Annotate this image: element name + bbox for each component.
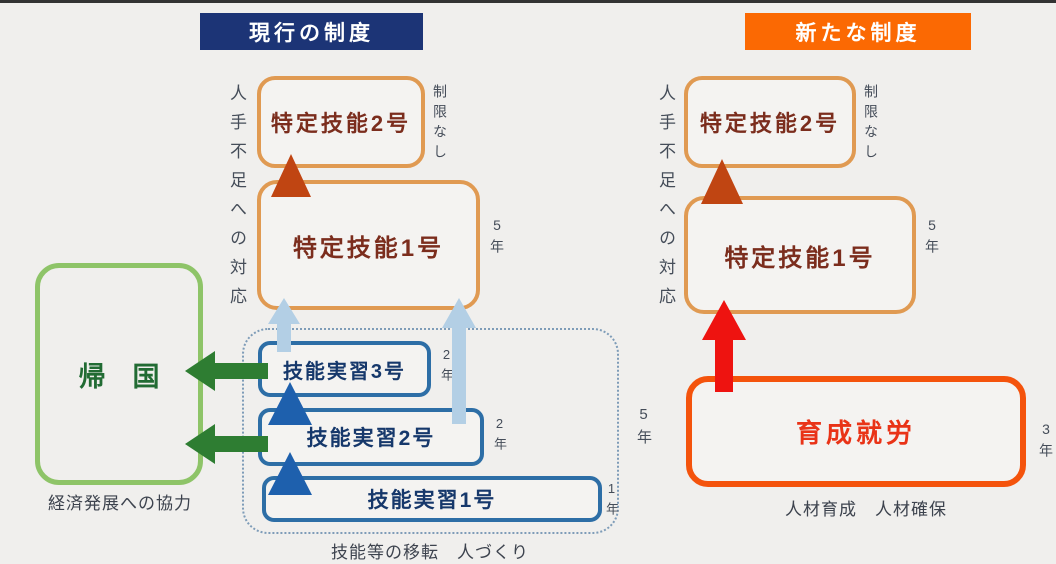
ikusei-shuurou-box: 育成就労 [686,376,1026,487]
arrow-jisshuu1-to-jisshuu2-icon [268,452,312,495]
duration-tokutei1-new: 5年 [924,217,940,259]
header-current-system: 現行の制度 [200,13,423,50]
screen-top-edge [0,0,1056,3]
arrow-jisshuu2-to-tokutei1-icon [442,298,476,424]
tokutei-ginou-1-box-new: 特定技能1号 [684,196,916,314]
tokutei-ginou-2-box-new: 特定技能2号 [684,76,856,168]
duration-jisshuu3: 2年 [439,347,454,387]
tokutei-ginou-1-box-current: 特定技能1号 [257,180,480,310]
duration-ikusei: 3年 [1038,421,1054,463]
duration-jisshuu2: 2年 [492,416,507,456]
header-new-system: 新たな制度 [745,13,971,50]
duration-jisshuu1: 1年 [604,481,619,521]
duration-tokutei2-current: 制限なし [432,84,448,164]
kikoku-caption: 経済発展への協力 [48,494,192,513]
arrow-jisshuu2-to-kikoku-icon [185,424,268,464]
arrow-tokutei1-to-tokutei2-new-icon [701,159,743,204]
arrow-jisshuu3-to-tokutei1-icon [268,298,300,352]
ikusei-caption: 人材育成 人材確保 [785,500,947,519]
arrow-tokutei1-to-tokutei2-current-icon [271,154,311,197]
jisshuu-group-caption: 技能等の移転 人づくり [331,543,529,562]
arrow-jisshuu2-to-jisshuu3-icon [268,382,312,425]
duration-tokutei2-new: 制限なし [863,84,879,164]
ginou-jisshuu-group-outline [242,328,619,534]
duration-tokutei1-current: 5年 [489,217,505,259]
arrow-jisshuu3-to-kikoku-icon [185,351,268,391]
tokutei-ginou-2-box-current: 特定技能2号 [257,76,425,168]
duration-jisshuu-group: 5年 [635,406,652,450]
kikoku-box: 帰 国 [35,263,203,485]
ginou-jisshuu-1-box: 技能実習1号 [262,476,602,522]
labor-shortage-label-current: 人手不足への対応 [227,84,246,316]
arrow-ikusei-to-tokutei1-icon [702,300,746,392]
labor-shortage-label-new: 人手不足への対応 [656,84,675,316]
